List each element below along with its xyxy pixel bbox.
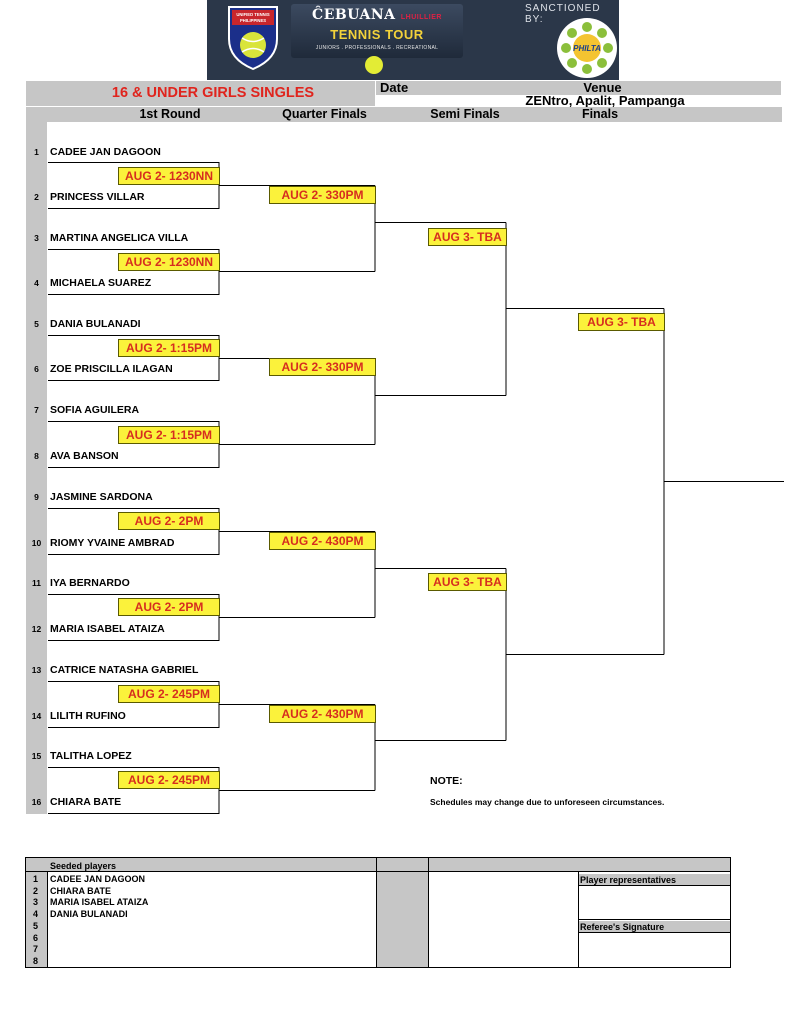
- note-label: NOTE:: [430, 775, 463, 787]
- player-name: ZOE PRISCILLA ILAGAN: [50, 363, 173, 375]
- seed-number: 8: [33, 955, 39, 966]
- seed-number: 3: [33, 897, 39, 908]
- draw-position-number: 7: [34, 405, 39, 415]
- player-name: PRINCESS VILLAR: [50, 191, 145, 203]
- first-round-schedule: AUG 2- 245PM: [118, 771, 220, 789]
- player-name: TALITHA LOPEZ: [50, 750, 132, 762]
- first-round-schedule: AUG 2- 245PM: [118, 685, 220, 703]
- draw-position-number: 3: [34, 233, 39, 243]
- seeded-player-name: MARIA ISABEL ATAIZA: [50, 897, 149, 908]
- player-name: AVA BANSON: [50, 450, 119, 462]
- first-round-schedule: AUG 2- 1230NN: [118, 167, 220, 185]
- draw-position-number: 2: [34, 192, 39, 202]
- player-name: MARTINA ANGELICA VILLA: [50, 232, 189, 244]
- tour-tagline: JUNIORS . PROFESSIONALS . RECREATIONAL: [315, 45, 439, 51]
- round-header-semi-finals: Semi Finals: [430, 107, 500, 121]
- player-name: MICHAELA SUAREZ: [50, 277, 152, 289]
- brand-suffix: LHUILLIER: [400, 14, 442, 21]
- event-title: 16 & UNDER GIRLS SINGLES: [111, 85, 315, 101]
- note-text: Schedules may change due to unforeseen c…: [430, 797, 665, 807]
- first-round-schedule: AUG 2- 2PM: [118, 598, 220, 616]
- seeded-players-header: Seeded players: [50, 861, 117, 871]
- svg-text:PHILIPPINES: PHILIPPINES: [240, 18, 266, 23]
- player-name: JASMINE SARDONA: [50, 491, 153, 503]
- draw-position-number: 11: [32, 578, 41, 588]
- quarter-final-schedule: AUG 2- 430PM: [269, 705, 376, 723]
- cebuana-tennis-tour-logo: ĈEBUANA LHUILLIER TENNIS TOUR JUNIORS . …: [291, 4, 463, 58]
- draw-position-number: 6: [34, 364, 39, 374]
- draw-position-number: 10: [31, 538, 42, 548]
- date-venue-bar: [376, 81, 781, 95]
- draw-position-number: 4: [34, 278, 39, 288]
- svg-text:PHILTA: PHILTA: [573, 44, 601, 53]
- player-name: SOFIA AGUILERA: [50, 404, 140, 416]
- seed-number: 4: [33, 909, 39, 920]
- quarter-final-schedule: AUG 2- 330PM: [269, 186, 376, 204]
- player-name: LILITH RUFINO: [50, 710, 126, 722]
- brand-name: ĈEBUANA: [312, 7, 396, 23]
- date-label: Date: [380, 80, 409, 95]
- round-header-bar: [26, 107, 782, 122]
- player-name: IYA BERNARDO: [50, 577, 130, 589]
- draw-position-number: 14: [31, 711, 42, 721]
- philta-logo: PHILTA: [557, 18, 617, 78]
- sanctioned-by-label: SANCTIONED BY:: [525, 3, 601, 25]
- seed-number: 5: [33, 920, 39, 931]
- svg-text:UNIFIED TENNIS: UNIFIED TENNIS: [236, 12, 269, 17]
- semi-final-schedule: AUG 3- TBA: [428, 228, 507, 246]
- referee-signature-label: Referee's Signature: [580, 922, 665, 932]
- final-schedule: AUG 3- TBA: [578, 313, 665, 331]
- seed-number: 2: [33, 885, 39, 896]
- tour-name: TENNIS TOUR: [330, 27, 424, 42]
- seeded-player-name: CHIARA BATE: [50, 885, 111, 896]
- first-round-schedule: AUG 2- 1230NN: [118, 253, 220, 271]
- semi-final-schedule: AUG 3- TBA: [428, 573, 507, 591]
- round-header-finals: Finals: [581, 107, 619, 121]
- draw-position-number: 15: [31, 751, 42, 761]
- draw-position-number: 12: [31, 624, 42, 634]
- title-bar: [26, 81, 375, 106]
- draw-number-column: [26, 122, 47, 814]
- quarter-final-schedule: AUG 2- 330PM: [269, 358, 376, 376]
- draw-position-number: 9: [34, 492, 39, 502]
- player-name: RIOMY YVAINE AMBRAD: [50, 537, 175, 549]
- player-name: MARIA ISABEL ATAIZA: [50, 623, 165, 635]
- seed-number: 6: [33, 932, 39, 943]
- unified-tennis-philippines-logo: UNIFIED TENNIS PHILIPPINES: [228, 6, 278, 71]
- seeded-players-table: [25, 857, 731, 968]
- first-round-schedule: AUG 2- 2PM: [118, 512, 220, 530]
- venue-value: ZENtro, Apalit, Pampanga: [525, 93, 685, 108]
- draw-position-number: 16: [31, 797, 42, 807]
- round-header-quarter-finals: Quarter Finals: [282, 107, 367, 121]
- draw-position-number: 1: [34, 147, 39, 157]
- player-name: CATRICE NATASHA GABRIEL: [50, 664, 199, 676]
- seed-number: 1: [33, 874, 39, 884]
- draw-position-number: 13: [31, 665, 42, 675]
- tournament-banner: UNIFIED TENNIS PHILIPPINES ĈEBUANA LHUIL…: [207, 0, 619, 80]
- seed-number: 7: [33, 944, 39, 955]
- draw-position-number: 5: [34, 319, 39, 329]
- player-name: CADEE JAN DAGOON: [50, 146, 161, 158]
- round-header-first-round: 1st Round: [139, 107, 201, 121]
- player-name: DANIA BULANADI: [50, 318, 141, 330]
- seeded-player-name: CADEE JAN DAGOON: [50, 874, 146, 884]
- quarter-final-schedule: AUG 2- 430PM: [269, 532, 376, 550]
- draw-position-number: 8: [34, 451, 39, 461]
- first-round-schedule: AUG 2- 1:15PM: [118, 426, 220, 444]
- player-name: CHIARA BATE: [50, 796, 122, 808]
- tennis-ball-icon: [365, 56, 383, 74]
- player-representatives-label: Player representatives: [580, 875, 677, 885]
- venue-label: Venue: [583, 80, 622, 95]
- seeded-player-name: DANIA BULANADI: [50, 909, 128, 920]
- first-round-schedule: AUG 2- 1:15PM: [118, 339, 220, 357]
